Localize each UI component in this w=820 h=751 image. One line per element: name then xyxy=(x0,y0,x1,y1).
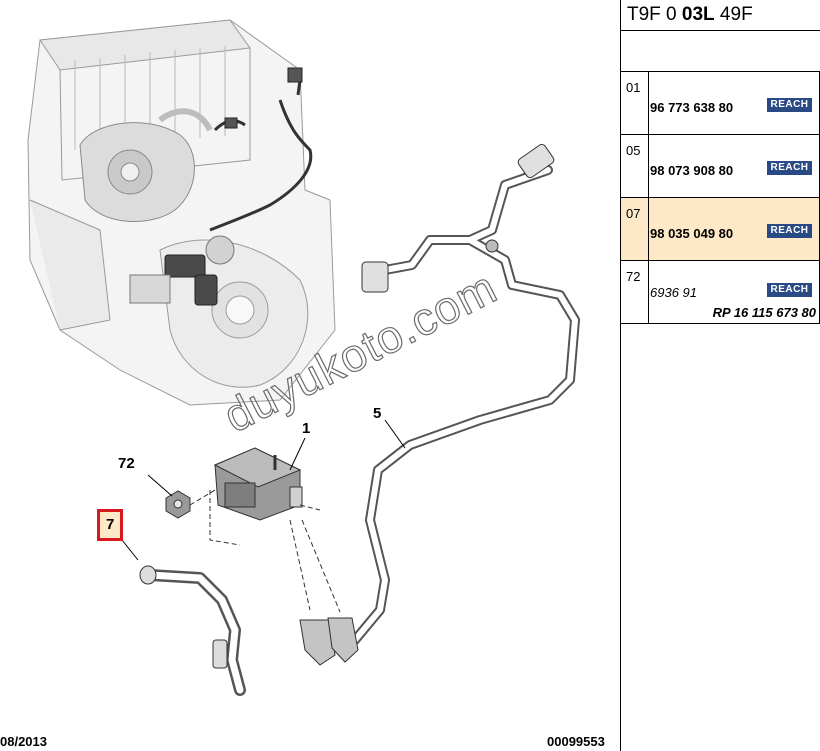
diagram-drawing xyxy=(27,19,580,696)
part-number: 96 773 638 80 xyxy=(650,100,734,115)
part-row-72[interactable]: 72 6936 91 REACH RP 16 115 673 80 xyxy=(621,261,820,324)
part-number: 98 035 049 80 xyxy=(650,226,734,241)
solenoid-valve-1 xyxy=(209,447,341,613)
code-prefix: T9F 0 xyxy=(627,4,682,25)
index-divider xyxy=(648,261,649,323)
panel-divider xyxy=(620,0,621,751)
callout-72[interactable]: 72 xyxy=(118,455,135,472)
part-row-07-selected[interactable]: 07 98 035 049 80 REACH xyxy=(621,198,820,261)
callout-7-highlighted[interactable]: 7 xyxy=(97,509,124,541)
part-index: 72 xyxy=(626,269,641,284)
panel-subheader xyxy=(621,31,820,72)
parts-panel: T9F 0 03L 49F 01 96 773 638 80 REACH 05 … xyxy=(621,0,820,751)
reach-badge: REACH xyxy=(767,224,812,238)
engine-sensors xyxy=(129,67,313,306)
part-row-01[interactable]: 01 96 773 638 80 REACH xyxy=(621,72,820,135)
index-divider xyxy=(648,135,649,197)
index-divider xyxy=(648,72,649,134)
reach-badge: REACH xyxy=(767,283,812,297)
footer-reference: 00099553 xyxy=(547,734,605,749)
part-index: 01 xyxy=(626,80,641,95)
leader-lines xyxy=(117,419,406,561)
code-suffix: 49F xyxy=(714,4,753,25)
pipe-7 xyxy=(139,565,246,696)
code-bold: 03L xyxy=(681,4,715,25)
part-number: 98 073 908 80 xyxy=(650,163,734,178)
vacuum-hose-5 xyxy=(350,143,580,645)
callout-5[interactable]: 5 xyxy=(373,405,382,422)
callout-1[interactable]: 1 xyxy=(302,420,311,437)
exploded-parts-diagram: 1 5 72 7 duyukoto.com 08/2013 00099553 xyxy=(0,19,605,749)
nut-72 xyxy=(165,489,216,519)
reach-badge: REACH xyxy=(767,161,812,175)
footer-date: 08/2013 xyxy=(0,734,47,749)
valve-connectors xyxy=(299,617,359,666)
panel-code-header: T9F 0 03L 49F xyxy=(621,0,820,31)
engine-block xyxy=(27,19,336,406)
part-number: 6936 91 xyxy=(650,285,697,300)
part-index: 07 xyxy=(626,206,641,221)
part-index: 05 xyxy=(626,143,641,158)
reach-badge: REACH xyxy=(767,98,812,112)
part-row-05[interactable]: 05 98 073 908 80 REACH xyxy=(621,135,820,198)
part-replacement-number: RP 16 115 673 80 xyxy=(712,305,816,320)
index-divider xyxy=(648,198,649,260)
turbocharger xyxy=(79,108,213,222)
